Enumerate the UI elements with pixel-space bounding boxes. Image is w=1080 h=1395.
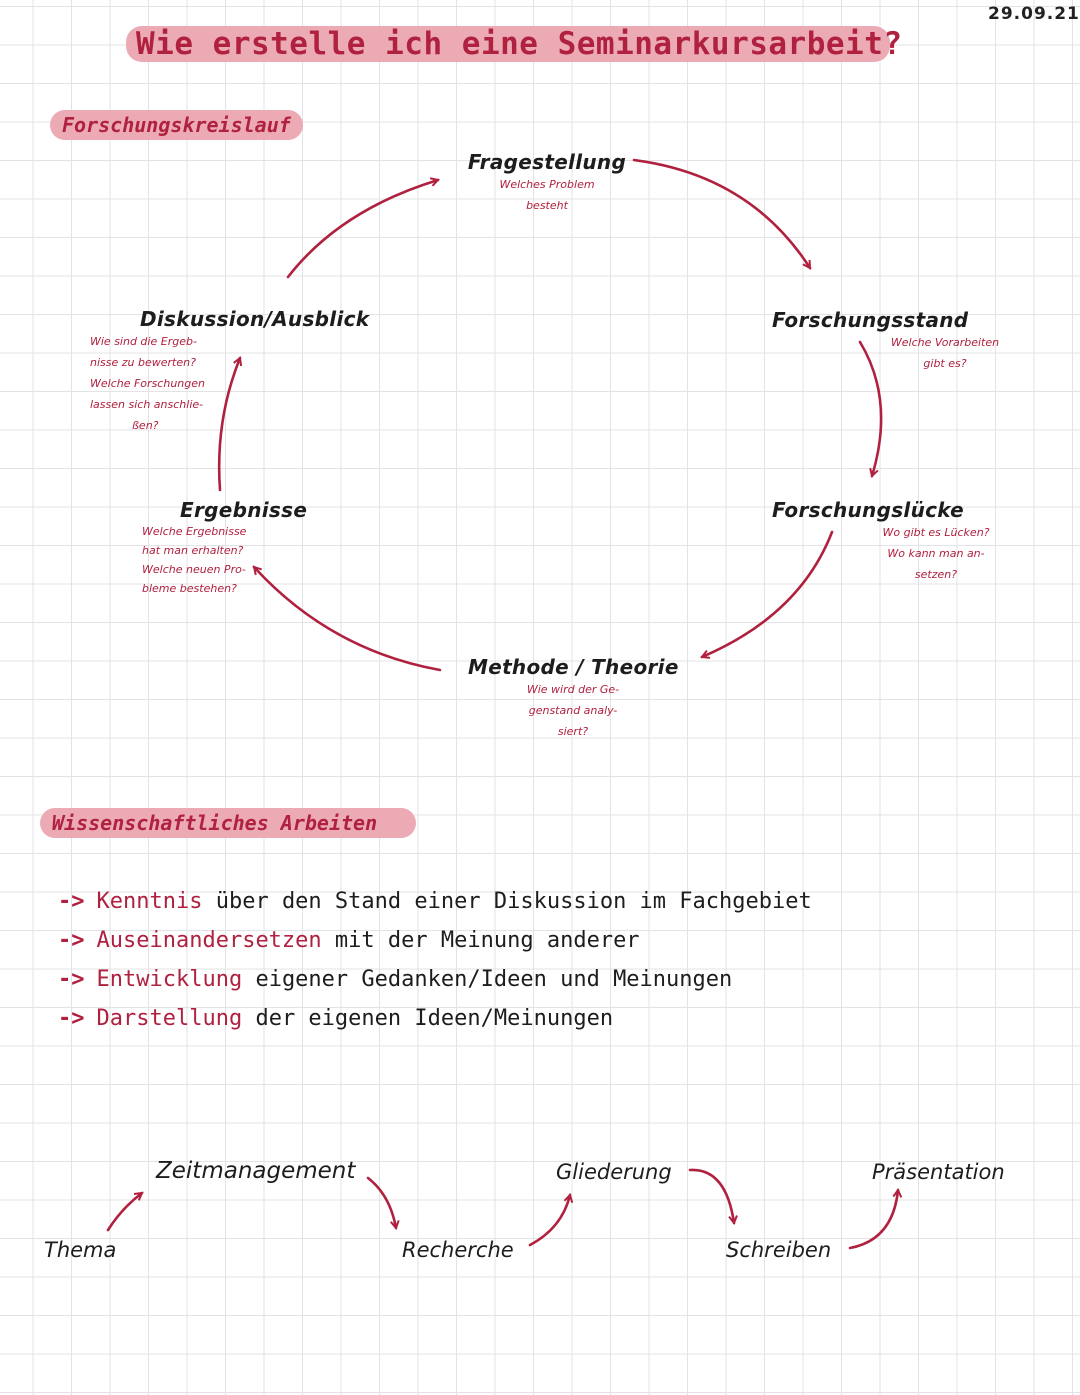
list-item: -> Kenntnis über den Stand einer Diskussi… [58, 882, 812, 921]
list-item: -> Darstellung der eigenen Ideen/Meinunge… [58, 999, 812, 1038]
date: 29.09.21 [988, 4, 1080, 24]
node-label: Forschungslücke [772, 498, 965, 522]
page-title: Wie erstelle ich eine Seminarkursarbeit? [126, 26, 902, 62]
node-text: siert? [557, 725, 589, 738]
node-text: gibt es? [923, 357, 967, 370]
arrow-fragestellung-to-forschungsstand [632, 158, 812, 268]
arrow-thema-to-zeitmanagement [106, 1191, 142, 1232]
node-text: ßen? [132, 419, 159, 432]
node-ergebnisse: Ergebnisse Welche Ergebnisse hat man erh… [142, 498, 342, 598]
item-text: über den Stand einer Diskussion im Fachg… [202, 889, 812, 914]
arrow-diskussion-to-fragestellung [286, 180, 438, 279]
arrow-gliederung-to-schreiben [688, 1168, 734, 1223]
item-text: der eigenen Ideen/Meinungen [242, 1006, 614, 1031]
node-text: Welches Problem [499, 178, 595, 191]
keyword: Entwicklung [96, 967, 243, 992]
arrow-icon: -> [58, 1006, 85, 1031]
node-text: Wie wird der Ge- [526, 683, 620, 696]
flow-step-gliederung: Gliederung [556, 1160, 672, 1184]
section-heading-forschungskreislauf: Forschungskreislauf [50, 110, 303, 140]
node-text: Wo gibt es Lücken? [882, 526, 990, 539]
node-text: genstand analy- [528, 704, 618, 717]
flow-step-schreiben: Schreiben [726, 1238, 832, 1262]
node-fragestellung: Fragestellung Welches Problem besteht [462, 150, 632, 216]
node-text: Wo kann man an- [887, 547, 985, 560]
node-text: Welche Ergebnisse [142, 525, 247, 538]
flow-step-praesentation: Präsentation [872, 1160, 1005, 1184]
node-forschungsluecke: Forschungslücke Wo gibt es Lücken? Wo ka… [772, 498, 1022, 585]
arrow-luecke-to-methode [702, 530, 834, 657]
arrow-icon: -> [58, 928, 85, 953]
node-text: Welche Forschungen [90, 377, 205, 390]
keyword: Auseinandersetzen [96, 928, 322, 953]
node-text: besteht [526, 199, 568, 212]
bullet-list: -> Kenntnis über den Stand einer Diskussi… [58, 882, 812, 1038]
arrow-icon: -> [58, 889, 85, 914]
node-label: Forschungsstand [772, 308, 969, 332]
list-item: -> Entwicklung eigener Gedanken/Ideen und… [58, 960, 812, 999]
arrow-schreiben-to-praesentation [848, 1190, 898, 1250]
list-item: -> Auseinandersetzen mit der Meinung ande… [58, 921, 812, 960]
node-diskussion-ausblick: Diskussion/Ausblick Wie sind die Ergeb- … [90, 307, 370, 436]
flow-step-thema: Thema [44, 1238, 117, 1262]
arrow-zeitmanagement-to-recherche [366, 1176, 396, 1228]
section-heading-wissenschaftliches-arbeiten: Wissenschaftliches Arbeiten [40, 808, 416, 838]
item-text: eigener Gedanken/Ideen und Meinungen [242, 967, 733, 992]
keyword: Kenntnis [96, 889, 203, 914]
item-text: mit der Meinung anderer [321, 928, 640, 953]
node-label: Methode / Theorie [468, 655, 679, 679]
arrow-icon: -> [58, 967, 85, 992]
arrow-forschungsstand-to-luecke [858, 340, 883, 476]
node-text: bleme bestehen? [142, 582, 237, 595]
node-text: nisse zu bewerten? [90, 356, 196, 369]
node-label: Ergebnisse [180, 498, 308, 522]
node-text: Welche neuen Pro- [142, 563, 246, 576]
node-methode-theorie: Methode / Theorie Wie wird der Ge- genst… [468, 655, 678, 742]
node-text: Welche Vorarbeiten [890, 336, 1000, 349]
flow-step-zeitmanagement: Zeitmanagement [156, 1158, 356, 1184]
node-label: Fragestellung [467, 150, 627, 174]
node-label: Diskussion/Ausblick [140, 307, 370, 331]
node-text: lassen sich anschlie- [90, 398, 204, 411]
node-text: hat man erhalten? [142, 544, 244, 557]
node-text: Wie sind die Ergeb- [90, 335, 197, 348]
node-forschungsstand: Forschungsstand Welche Vorarbeiten gibt … [772, 308, 1022, 374]
keyword: Darstellung [96, 1006, 243, 1031]
node-text: setzen? [914, 568, 958, 581]
arrow-ergebnisse-to-diskussion [217, 358, 240, 492]
flow-step-recherche: Recherche [402, 1238, 514, 1262]
arrow-methode-to-ergebnisse [254, 567, 442, 672]
arrow-recherche-to-gliederung [528, 1195, 570, 1247]
